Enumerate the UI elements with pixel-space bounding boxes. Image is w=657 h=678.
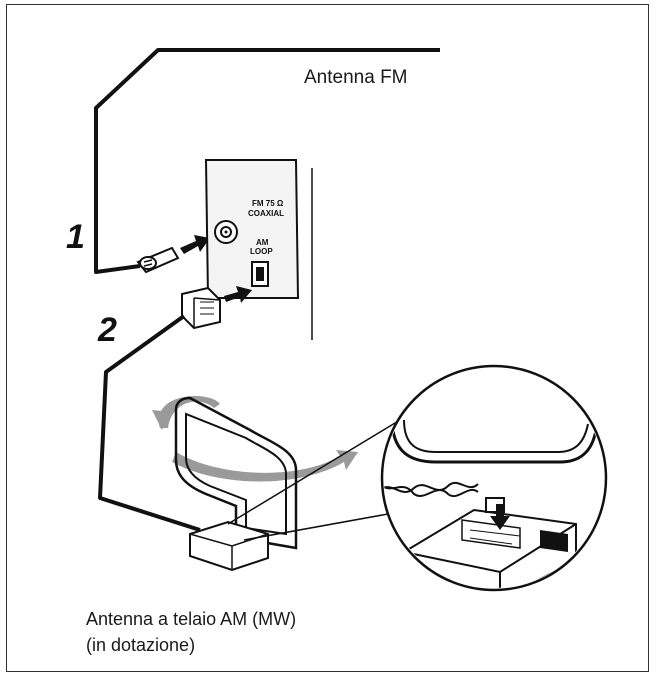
fm-coaxial-jack <box>214 220 238 244</box>
fm-connector-plug <box>136 246 180 274</box>
magnified-detail <box>380 364 608 592</box>
am-antenna-label-line2: (in dotazione) <box>86 635 196 655</box>
am-jack-label-2: LOOP <box>250 247 273 256</box>
fm-insert-arrow <box>180 235 210 254</box>
am-loop-antenna <box>174 396 298 572</box>
rotation-arrow <box>158 395 220 428</box>
back-panel <box>204 159 313 340</box>
step-2-number: 2 <box>98 311 117 349</box>
callout-lines <box>227 419 411 541</box>
am-connector-plug <box>181 286 221 330</box>
fm-antenna-label: Antenna FM <box>304 67 408 88</box>
am-insert-arrow <box>224 286 252 303</box>
am-antenna-wire <box>98 314 201 532</box>
am-jack-label-1: AM <box>256 238 269 247</box>
step-1-number: 1 <box>66 218 85 256</box>
diagram-frame <box>6 4 649 672</box>
fm-jack-label-2: COAXIAL <box>248 209 284 218</box>
fm-antenna-wire <box>94 48 440 274</box>
am-antenna-label-line1: Antenna a telaio AM (MW) <box>86 609 297 629</box>
fm-jack-label-1: FM 75 Ω <box>252 199 284 208</box>
am-antenna-label: Antenna a telaio AM (MW) (in dotazione) <box>86 606 296 658</box>
am-loop-jack <box>251 261 269 287</box>
